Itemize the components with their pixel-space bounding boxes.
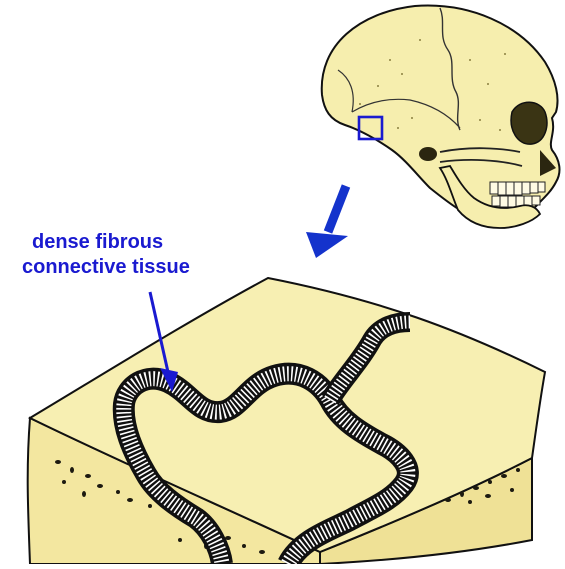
bone-block-illustration <box>28 278 545 564</box>
ear-opening-icon <box>419 147 437 161</box>
label-dense-fibrous: dense fibrous <box>32 230 163 254</box>
eye-orbit <box>511 102 547 144</box>
label-connective-tissue: connective tissue <box>22 255 190 279</box>
zoom-arrow-icon <box>306 186 348 258</box>
lower-teeth <box>492 196 540 207</box>
skull-illustration <box>322 6 560 228</box>
upper-teeth <box>490 182 545 195</box>
